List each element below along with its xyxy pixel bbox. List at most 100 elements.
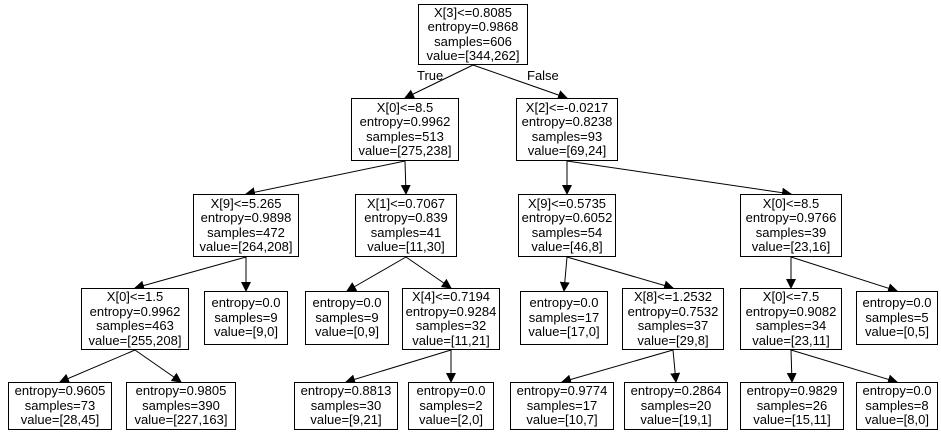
tree-node-rll: entropy=0.0 samples=17 value=[17,0] [520, 291, 608, 345]
node-value: value=[0,9] [315, 324, 379, 340]
node-entropy: entropy=0.2864 [630, 383, 722, 399]
tree-node-lrrr: entropy=0.0 samples=2 value=[2,0] [408, 382, 494, 430]
node-value: value=[11,21] [412, 332, 490, 348]
edge-rl-rll [559, 256, 570, 292]
node-split: X[1]<=0.7067 [366, 195, 446, 211]
node-entropy: entropy=0.9868 [427, 19, 519, 34]
edge-rlr-rlrr [670, 349, 681, 383]
node-samples: samples=2 [419, 397, 483, 413]
tree-node-rrlr: entropy=0.0 samples=8 value=[8,0] [856, 382, 938, 430]
tree-node-l: X[0]<=8.5 entropy=0.9962 samples=513 val… [351, 98, 459, 161]
node-entropy: entropy=0.9829 [746, 383, 838, 399]
node-samples: samples=73 [24, 397, 96, 413]
tree-node-rlr: X[8]<=1.2532 entropy=0.7532 samples=37 v… [622, 288, 724, 350]
tree-node-rr: X[0]<=8.5 entropy=0.9766 samples=39 valu… [740, 194, 842, 257]
edge-r-rr [566, 160, 792, 198]
node-samples: samples=9 [214, 309, 278, 325]
node-value: value=[29,8] [637, 332, 709, 348]
node-split: X[9]<=0.5735 [527, 195, 607, 211]
node-samples: samples=39 [755, 224, 827, 240]
tree-node-lr: X[1]<=0.7067 entropy=0.839 samples=41 va… [355, 194, 457, 257]
node-entropy: entropy=0.839 [364, 210, 448, 225]
edge-rr-rrr [790, 256, 898, 294]
edge-rrl-rrll [786, 349, 797, 383]
node-value: value=[28,45] [20, 412, 100, 428]
node-split: X[9]<=5.265 [210, 195, 282, 211]
tree-node-lllr: entropy=0.9805 samples=390 value=[227,16… [126, 382, 236, 430]
edge-ll-lll [134, 256, 247, 291]
node-entropy: entropy=0.9284 [405, 303, 497, 319]
node-samples: samples=41 [370, 224, 442, 240]
tree-node-llll: entropy=0.9605 samples=73 value=[28,45] [8, 382, 112, 430]
node-samples: samples=390 [142, 397, 220, 413]
node-value: value=[69,24] [527, 143, 607, 158]
node-value: value=[46,8] [531, 239, 603, 254]
node-samples: samples=34 [755, 318, 827, 333]
edge-rlr-rlrl [561, 349, 674, 385]
edge-lr-lrl [346, 256, 407, 292]
node-value: value=[23,16] [751, 239, 831, 254]
node-entropy: entropy=0.9766 [745, 210, 837, 225]
node-entropy: entropy=0.0 [312, 295, 382, 311]
edge-rl-rlr [566, 256, 674, 291]
edge-rrl-rrlr [790, 349, 898, 385]
tree-node-lrrl: entropy=0.8813 samples=30 value=[9,21] [294, 382, 398, 430]
node-split: X[0]<=7.5 [762, 289, 820, 304]
node-value: value=[255,208] [88, 332, 182, 348]
node-split: X[4]<=0.7194 [411, 289, 491, 304]
node-value: value=[275,238] [358, 143, 452, 158]
tree-node-lrr: X[4]<=0.7194 entropy=0.9284 samples=32 v… [402, 288, 500, 350]
edge-label-true: True [417, 68, 444, 83]
node-entropy: entropy=0.0 [211, 295, 281, 311]
node-split: X[0]<=1.5 [106, 289, 164, 304]
node-samples: samples=37 [637, 318, 709, 333]
node-samples: samples=54 [531, 224, 603, 240]
node-samples: samples=17 [526, 397, 598, 413]
edge-root-r [472, 64, 568, 100]
node-split: X[0]<=8.5 [762, 195, 820, 211]
node-samples: samples=9 [315, 309, 379, 325]
tree-node-ll: X[9]<=5.265 entropy=0.9898 samples=472 v… [193, 194, 299, 257]
node-value: value=[2,0] [419, 412, 483, 428]
node-entropy: entropy=0.0 [416, 383, 486, 399]
node-value: value=[15,11] [753, 412, 831, 428]
node-entropy: entropy=0.9605 [14, 383, 106, 399]
node-samples: samples=26 [756, 397, 828, 413]
node-entropy: entropy=0.0 [862, 383, 932, 399]
tree-node-r: X[2]<=-0.0217 entropy=0.8238 samples=93 … [516, 98, 618, 161]
node-samples: samples=17 [528, 309, 600, 325]
node-samples: samples=30 [310, 397, 382, 413]
node-value: value=[9,0] [214, 324, 278, 340]
node-samples: samples=93 [531, 128, 603, 144]
node-entropy: entropy=0.9962 [89, 303, 181, 319]
node-value: value=[23,11] [752, 332, 830, 348]
node-value: value=[8,0] [865, 412, 929, 428]
tree-node-rrl: X[0]<=7.5 entropy=0.9082 samples=34 valu… [740, 288, 842, 350]
tree-node-llr: entropy=0.0 samples=9 value=[9,0] [204, 291, 288, 345]
node-samples: samples=513 [366, 128, 444, 144]
tree-node-root: X[3]<=0.8085 entropy=0.9868 samples=606 … [418, 4, 528, 65]
node-entropy: entropy=0.8238 [521, 114, 613, 129]
node-entropy: entropy=0.0 [529, 295, 599, 311]
tree-node-rrll: entropy=0.9829 samples=26 value=[15,11] [740, 382, 844, 430]
node-samples: samples=463 [96, 318, 174, 333]
node-value: value=[227,163] [134, 412, 228, 428]
node-entropy: entropy=0.9805 [135, 383, 227, 399]
node-entropy: entropy=0.9898 [200, 210, 292, 225]
node-value: value=[17,0] [528, 324, 600, 340]
tree-node-lll: X[0]<=1.5 entropy=0.9962 samples=463 val… [81, 288, 189, 350]
edge-lr-lrr [405, 256, 452, 289]
node-value: value=[0,5] [865, 324, 929, 340]
node-samples: samples=472 [207, 224, 285, 240]
node-split: X[8]<=1.2532 [633, 289, 713, 304]
edge-l-lr [400, 160, 411, 195]
node-value: value=[264,208] [199, 239, 293, 254]
node-value: value=[9,21] [310, 412, 382, 428]
node-entropy: entropy=0.9774 [516, 383, 608, 399]
node-samples: samples=32 [415, 318, 487, 333]
node-entropy: entropy=0.9962 [359, 114, 451, 129]
edge-lll-llll [59, 349, 136, 384]
edge-label-false: False [527, 68, 559, 83]
edge-lrr-lrrl [345, 349, 452, 385]
